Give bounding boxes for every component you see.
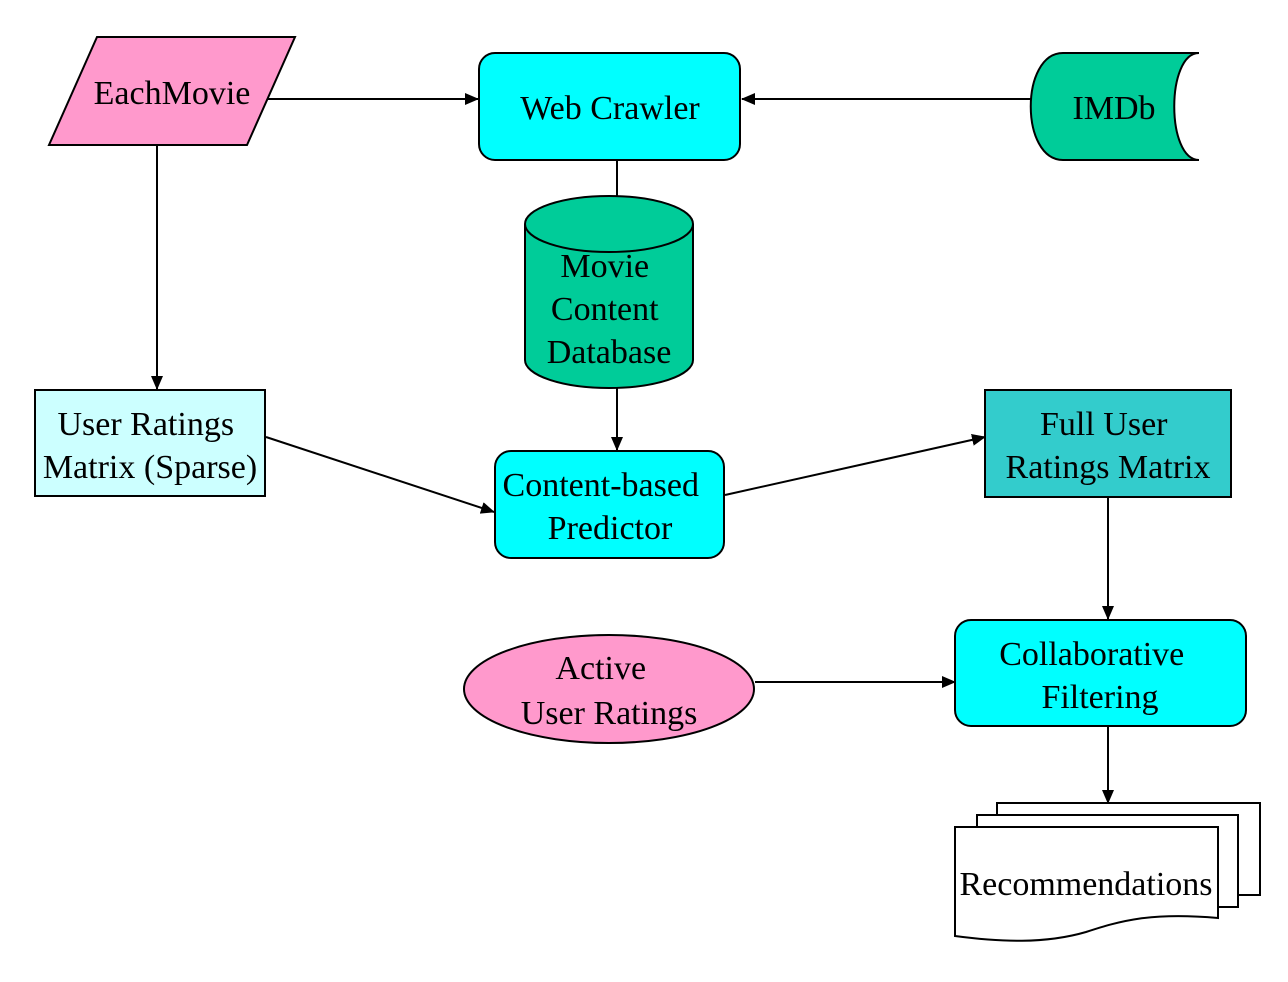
user-ratings-sparse-label: User Ratings Matrix (Sparse) [43, 406, 257, 486]
full-user-ratings-label: Full User Ratings Matrix [1006, 406, 1211, 486]
user-ratings-sparse-shape [34, 389, 266, 497]
full-user-ratings-shape [984, 389, 1232, 498]
node-imdb: IMDb [1029, 52, 1200, 161]
edge-user-ratings-sparse-to-content-predictor [265, 436, 495, 514]
node-user-ratings-sparse: User Ratings Matrix (Sparse) [34, 389, 266, 497]
imdb-shape [1029, 52, 1200, 161]
node-web-crawler: Web Crawler [478, 52, 741, 161]
active-user-ratings-shape [463, 634, 755, 744]
edges [151, 93, 1114, 804]
node-collaborative-filtering: Collaborative Filtering [954, 619, 1247, 727]
recommendations-front-page [954, 826, 1219, 942]
node-content-predictor: Content-based Predictor [494, 450, 725, 559]
content-predictor-shape [494, 450, 725, 559]
imdb-label: IMDb [1072, 90, 1155, 127]
node-movie-content-db: Movie Content Database [524, 195, 694, 389]
collaborative-filtering-label: Collaborative Filtering [999, 636, 1193, 716]
movie-content-db-label: Movie Content Database [547, 248, 672, 371]
node-eachmovie: EachMovie [47, 36, 297, 146]
eachmovie-label: EachMovie [94, 75, 251, 112]
eachmovie-shape [47, 36, 297, 146]
recommendations-label: Recommendations [959, 866, 1212, 903]
node-full-user-ratings: Full User Ratings Matrix [984, 389, 1232, 498]
movie-content-db-top [524, 195, 694, 253]
collaborative-filtering-shape [954, 619, 1247, 727]
content-predictor-label: Content-based Predictor [503, 467, 708, 547]
active-user-ratings-label: Active User Ratings [521, 650, 698, 732]
node-recommendations: Recommendations [954, 802, 1261, 942]
node-active-user-ratings: Active User Ratings [463, 634, 755, 744]
web-crawler-label: Web Crawler [520, 90, 700, 127]
web-crawler-shape [478, 52, 741, 161]
edge-content-predictor-to-full-user-ratings [724, 433, 986, 496]
movie-content-db-body [524, 224, 694, 389]
